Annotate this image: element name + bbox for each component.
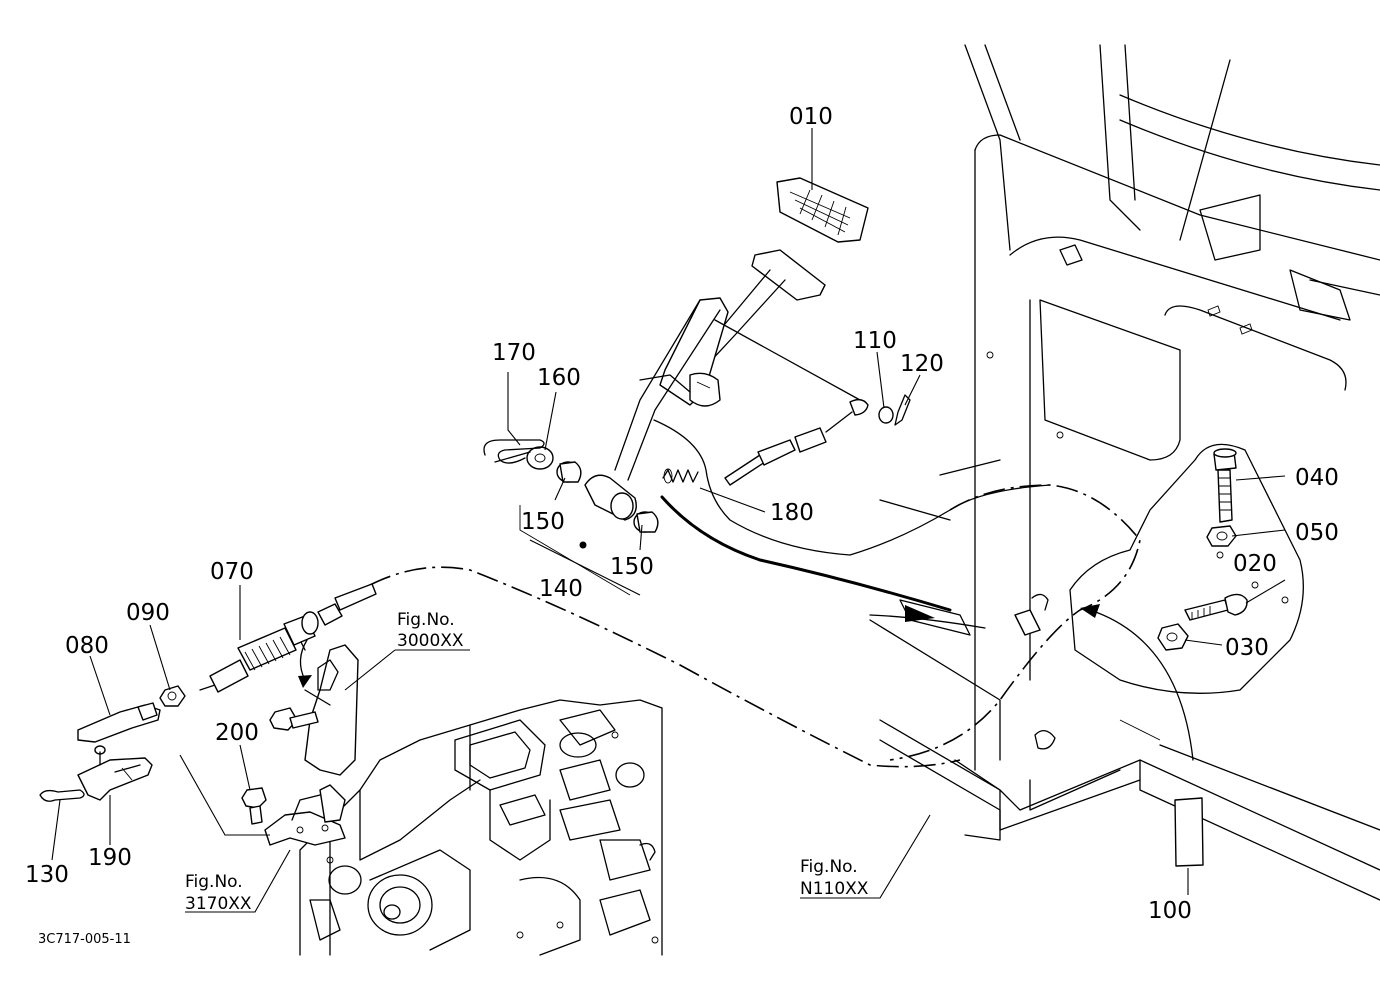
fig-ref-3000xx-prefix: Fig.No. bbox=[397, 610, 455, 630]
fig-ref-n110xx-prefix: Fig.No. bbox=[800, 857, 858, 877]
label-110: 110 bbox=[853, 328, 897, 354]
fig-ref-n110xx-number: N110XX bbox=[800, 879, 869, 899]
label-150-right: 150 bbox=[610, 554, 654, 580]
label-200: 200 bbox=[215, 720, 259, 746]
cable-bracket-drawing bbox=[241, 639, 359, 825]
label-150-left: 150 bbox=[521, 509, 565, 535]
diagram-code: 3C717-005-11 bbox=[38, 932, 131, 947]
figure-references: Fig.No. 3000XX Fig.No. 3170XX Fig.No. N1… bbox=[185, 610, 869, 914]
cable-end-parts bbox=[39, 583, 377, 802]
label-090: 090 bbox=[126, 600, 170, 626]
label-040: 040 bbox=[1295, 465, 1339, 491]
label-190: 190 bbox=[88, 845, 132, 871]
label-160: 160 bbox=[537, 365, 581, 391]
throttle-cable bbox=[369, 394, 1194, 768]
leader-lines bbox=[51, 128, 1286, 913]
bolt-hardware bbox=[1157, 448, 1248, 867]
label-030: 030 bbox=[1225, 635, 1269, 661]
part-labels: 010 170 160 150 150 140 180 110 120 040 … bbox=[25, 104, 1339, 924]
label-050: 050 bbox=[1295, 520, 1339, 546]
label-180: 180 bbox=[770, 500, 814, 526]
fig-ref-3170xx-number: 3170XX bbox=[185, 894, 252, 914]
label-100: 100 bbox=[1148, 898, 1192, 924]
label-120: 120 bbox=[900, 351, 944, 377]
label-130: 130 bbox=[25, 862, 69, 888]
label-010: 010 bbox=[789, 104, 833, 130]
label-080: 080 bbox=[65, 633, 109, 659]
fig-ref-3000xx-number: 3000XX bbox=[397, 631, 464, 651]
fig-ref-3170xx-prefix: Fig.No. bbox=[185, 872, 243, 892]
pedal-arm-assembly bbox=[483, 177, 869, 596]
label-070: 070 bbox=[210, 559, 254, 585]
label-140: 140 bbox=[539, 576, 583, 602]
engine-block-drawing bbox=[264, 699, 663, 956]
label-170: 170 bbox=[492, 340, 536, 366]
label-020: 020 bbox=[1233, 551, 1277, 577]
